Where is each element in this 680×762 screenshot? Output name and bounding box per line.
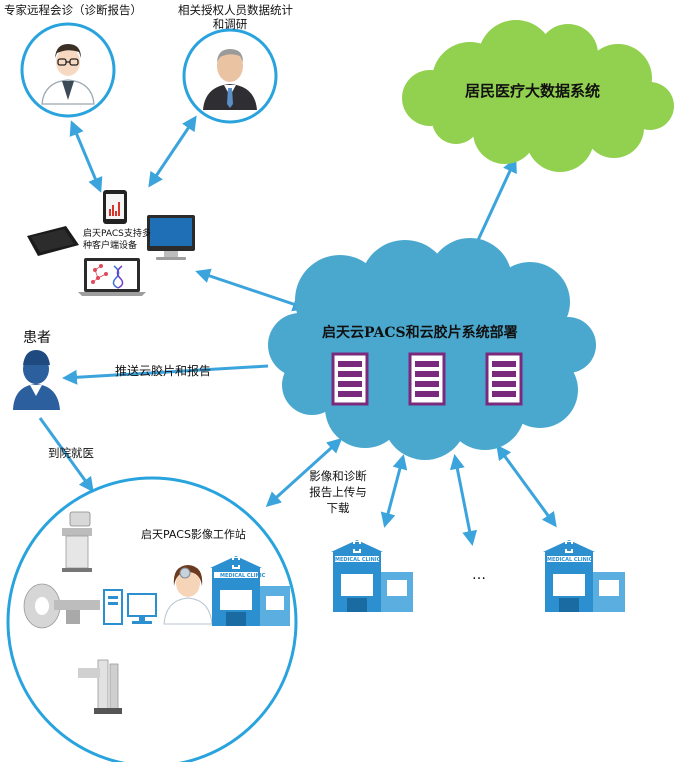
arrow-cloud-clinic-2: [449, 454, 478, 546]
patient-icon: [13, 350, 60, 410]
tablet-icon: [27, 226, 79, 256]
devices-label: 启天PACS支持多 种客户端设备: [83, 228, 151, 252]
arrow-cloud-clinic-1: [380, 454, 408, 528]
arrow-cloud-workstation: [265, 437, 343, 508]
pacs-cloud: [268, 238, 596, 460]
laptop-icon: [78, 258, 146, 296]
upload-edge-label-line1: 影像和诊断: [309, 469, 367, 483]
arrow-cloud-patient: [62, 364, 269, 385]
clinic-building-icon: [543, 540, 625, 612]
expert-label: 专家远程会诊（诊断报告）: [4, 3, 142, 17]
clinic-building-icon: [210, 556, 290, 626]
more-clinics-ellipsis: …: [472, 567, 486, 583]
cloud-title: 启天云PACS和云胶片系统部署: [322, 325, 518, 341]
push-edge-label: 推送云胶片和报告: [115, 364, 212, 378]
arrow-expert-devices: [69, 120, 103, 193]
clinic-sign: MEDICAL CLINIC: [335, 557, 381, 563]
stats-node: [182, 28, 278, 124]
devices-label-line1: 启天PACS支持多: [83, 229, 151, 239]
xray-machine-icon: [78, 659, 122, 714]
arrow-devices-cloud: [195, 268, 308, 312]
arrow-stats-devices: [148, 115, 197, 188]
server-icon: [408, 352, 446, 406]
clinic-sign: MEDICAL CLINIC: [220, 573, 266, 579]
nurse-icon: [163, 565, 213, 625]
server-icon: [331, 352, 369, 406]
monitor-icon: [147, 215, 195, 260]
devices-label-line2: 种客户端设备: [83, 241, 138, 251]
bigdata-title: 居民医疗大数据系统: [465, 82, 601, 100]
official-icon: [203, 49, 257, 110]
stats-label-line2: 和调研: [212, 17, 248, 31]
upload-edge-label-line3: 下载: [326, 501, 350, 515]
ct-scanner-icon: [23, 583, 100, 629]
doctor-icon: [41, 44, 95, 105]
client-devices: [27, 190, 195, 296]
visit-edge-label: 到院就医: [48, 446, 94, 460]
arrow-cloud-clinic-3: [496, 444, 557, 528]
server-icon: [485, 352, 523, 406]
bigdata-cloud: [402, 20, 674, 172]
expert-node: [20, 22, 116, 118]
upload-edge-label: 影像和诊断 报告上传与 下载: [296, 468, 380, 516]
connection-arrows: [38, 115, 557, 546]
hospital-node: [6, 476, 298, 762]
patient-label: 患者: [23, 330, 51, 346]
stats-label-line1: 相关授权人员数据统计: [178, 3, 293, 17]
arrow-patient-hospital: [38, 417, 94, 493]
workstation-computer-icon: [103, 589, 157, 625]
clinic-sign: MEDICAL CLINIC: [547, 557, 593, 563]
clinic-building-icon: [331, 540, 413, 612]
ultrasound-machine-icon: [62, 511, 92, 572]
upload-edge-label-line2: 报告上传与: [309, 485, 367, 499]
smartphone-icon: [103, 190, 127, 224]
stats-label: 相关授权人员数据统计 和调研: [178, 3, 293, 31]
workstation-label: 启天PACS影像工作站: [141, 528, 246, 541]
